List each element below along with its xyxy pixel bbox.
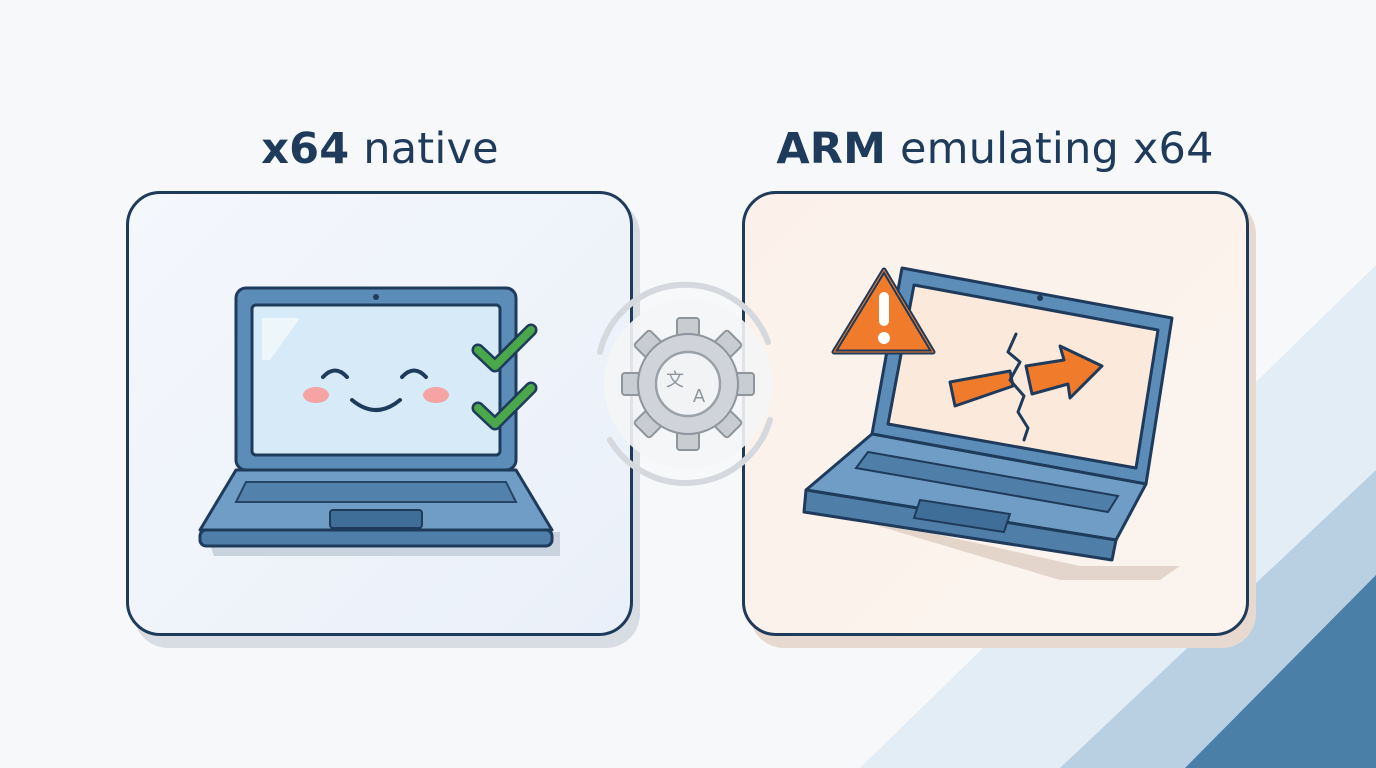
title-right-bold: ARM: [776, 124, 887, 174]
laptop-icon: [802, 266, 1180, 580]
checkmark-icon: [471, 323, 538, 373]
svg-text:A: A: [693, 386, 706, 407]
title-left-bold: x64: [261, 124, 350, 174]
title-left-rest: native: [349, 124, 499, 174]
panel-title-right: ARM emulating x64: [745, 124, 1245, 174]
checkmark-icon: [471, 381, 538, 431]
broken-arrow-icon: [948, 332, 1104, 442]
warning-triangle-icon: [831, 267, 936, 355]
laptop-icon: [198, 286, 560, 556]
svg-text:文: 文: [666, 370, 684, 391]
title-right-rest: emulating x64: [886, 124, 1214, 174]
smiley-face-icon: [303, 368, 449, 412]
corner-stripe-dark: [1185, 575, 1376, 768]
translate-gear-icon: 文 A: [597, 281, 773, 486]
panel-title-left: x64 native: [130, 124, 630, 174]
